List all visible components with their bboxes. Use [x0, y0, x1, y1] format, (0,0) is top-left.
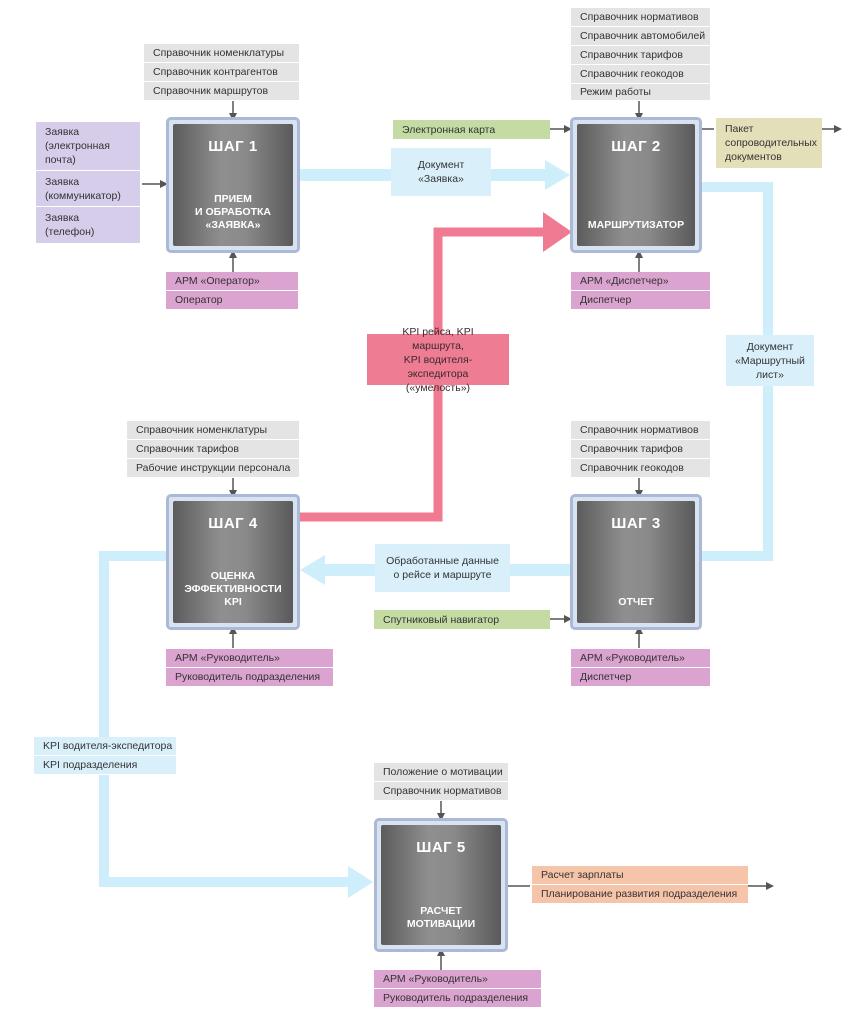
request-communicator: Заявка (коммуникатор) — [36, 171, 140, 207]
step3-ref-norms: Справочник нормативов — [571, 421, 710, 440]
step2-block: ШАГ 2 МАРШРУТИЗАТОР — [570, 117, 702, 253]
step4-body: ОЦЕНКА ЭФФЕКТИВНОСТИ KPI — [184, 570, 282, 608]
step4-ref-instructions: Рабочие инструкции персонала — [127, 459, 299, 478]
step4-ref-nomenclature: Справочник номенклатуры — [127, 421, 299, 440]
step4-title: ШАГ 4 — [208, 515, 258, 532]
step3-title: ШАГ 3 — [611, 515, 661, 532]
step3-block: ШАГ 3 ОТЧЕТ — [570, 494, 702, 630]
step2-ref-geocodes: Справочник геокодов — [571, 65, 710, 84]
salary-calculation: Расчет зарплаты — [532, 866, 748, 885]
flow-arrowhead-step5 — [348, 866, 373, 898]
step2-ref-cars: Справочник автомобилей — [571, 27, 710, 46]
kpi-feedback-arrowhead — [543, 212, 572, 252]
step3-arm: АРМ «Руководитель» — [571, 649, 710, 668]
step4-ref-tariffs: Справочник тарифов — [127, 440, 299, 459]
step1-title: ШАГ 1 — [208, 138, 258, 155]
step5-ref-motivation: Положение о мотивации — [374, 763, 508, 782]
kpi-feedback-label: KPI рейса, KPI маршрута, KPI водителя-эк… — [367, 326, 509, 394]
step5-body: РАСЧЕТ МОТИВАЦИИ — [406, 905, 476, 930]
step1-ref-contractors: Справочник контрагентов — [144, 63, 299, 82]
doc-route-sheet-label: Документ «Маршрутный лист» — [726, 335, 814, 386]
flow-arrowhead-step4 — [300, 555, 325, 585]
step5-block: ШАГ 5 РАСЧЕТ МОТИВАЦИИ — [374, 818, 508, 952]
step4-block: ШАГ 4 ОЦЕНКА ЭФФЕКТИВНОСТИ KPI — [166, 494, 300, 630]
kpi-driver-label: KPI водителя-экспедитора — [34, 737, 176, 756]
step5-role: Руководитель подразделения — [374, 989, 541, 1008]
step2-role: Диспетчер — [571, 291, 710, 310]
step3-ref-geocodes: Справочник геокодов — [571, 459, 710, 478]
accompanying-docs: Пакет сопроводительных документов — [716, 118, 822, 168]
step1-ref-nomenclature: Справочник номенклатуры — [144, 44, 299, 63]
step2-ref-norms: Справочник нормативов — [571, 8, 710, 27]
request-email: Заявка (электронная почта) — [36, 122, 140, 171]
doc-request-label: Документ «Заявка» — [391, 148, 491, 196]
step1-body: ПРИЕМ И ОБРАБОТКА «ЗАЯВКА» — [195, 193, 271, 231]
step3-ref-tariffs: Справочник тарифов — [571, 440, 710, 459]
division-development-planning: Планирование развития подразделения — [532, 885, 748, 904]
step5-title: ШАГ 5 — [416, 839, 466, 856]
step2-body: МАРШРУТИЗАТОР — [587, 219, 685, 231]
step2-title: ШАГ 2 — [611, 138, 661, 155]
step4-arm: АРМ «Руководитель» — [166, 649, 333, 668]
step1-role: Оператор — [166, 291, 298, 310]
electronic-map: Электронная карта — [393, 120, 550, 139]
processed-data-label: Обработанные данные о рейсе и маршруте — [375, 544, 510, 592]
step3-role: Диспетчер — [571, 668, 710, 687]
kpi-division-label: KPI подразделения — [34, 756, 176, 775]
step5-arm: АРМ «Руководитель» — [374, 970, 541, 989]
flow-arrowhead-step2 — [545, 160, 570, 190]
step2-ref-tariffs: Справочник тарифов — [571, 46, 710, 65]
satellite-navigator: Спутниковый навигатор — [374, 610, 550, 629]
step3-body: ОТЧЕТ — [618, 596, 654, 608]
step1-arm: АРМ «Оператор» — [166, 272, 298, 291]
step5-ref-norms: Справочник нормативов — [374, 782, 508, 801]
step4-role: Руководитель подразделения — [166, 668, 333, 687]
step2-arm: АРМ «Диспетчер» — [571, 272, 710, 291]
step2-ref-schedule: Режим работы — [571, 84, 710, 101]
request-phone: Заявка (телефон) — [36, 207, 140, 244]
step1-ref-routes: Справочник маршрутов — [144, 82, 299, 101]
flow-arrow-step4-step5 — [99, 551, 350, 887]
step1-block: ШАГ 1 ПРИЕМ И ОБРАБОТКА «ЗАЯВКА» — [166, 117, 300, 253]
